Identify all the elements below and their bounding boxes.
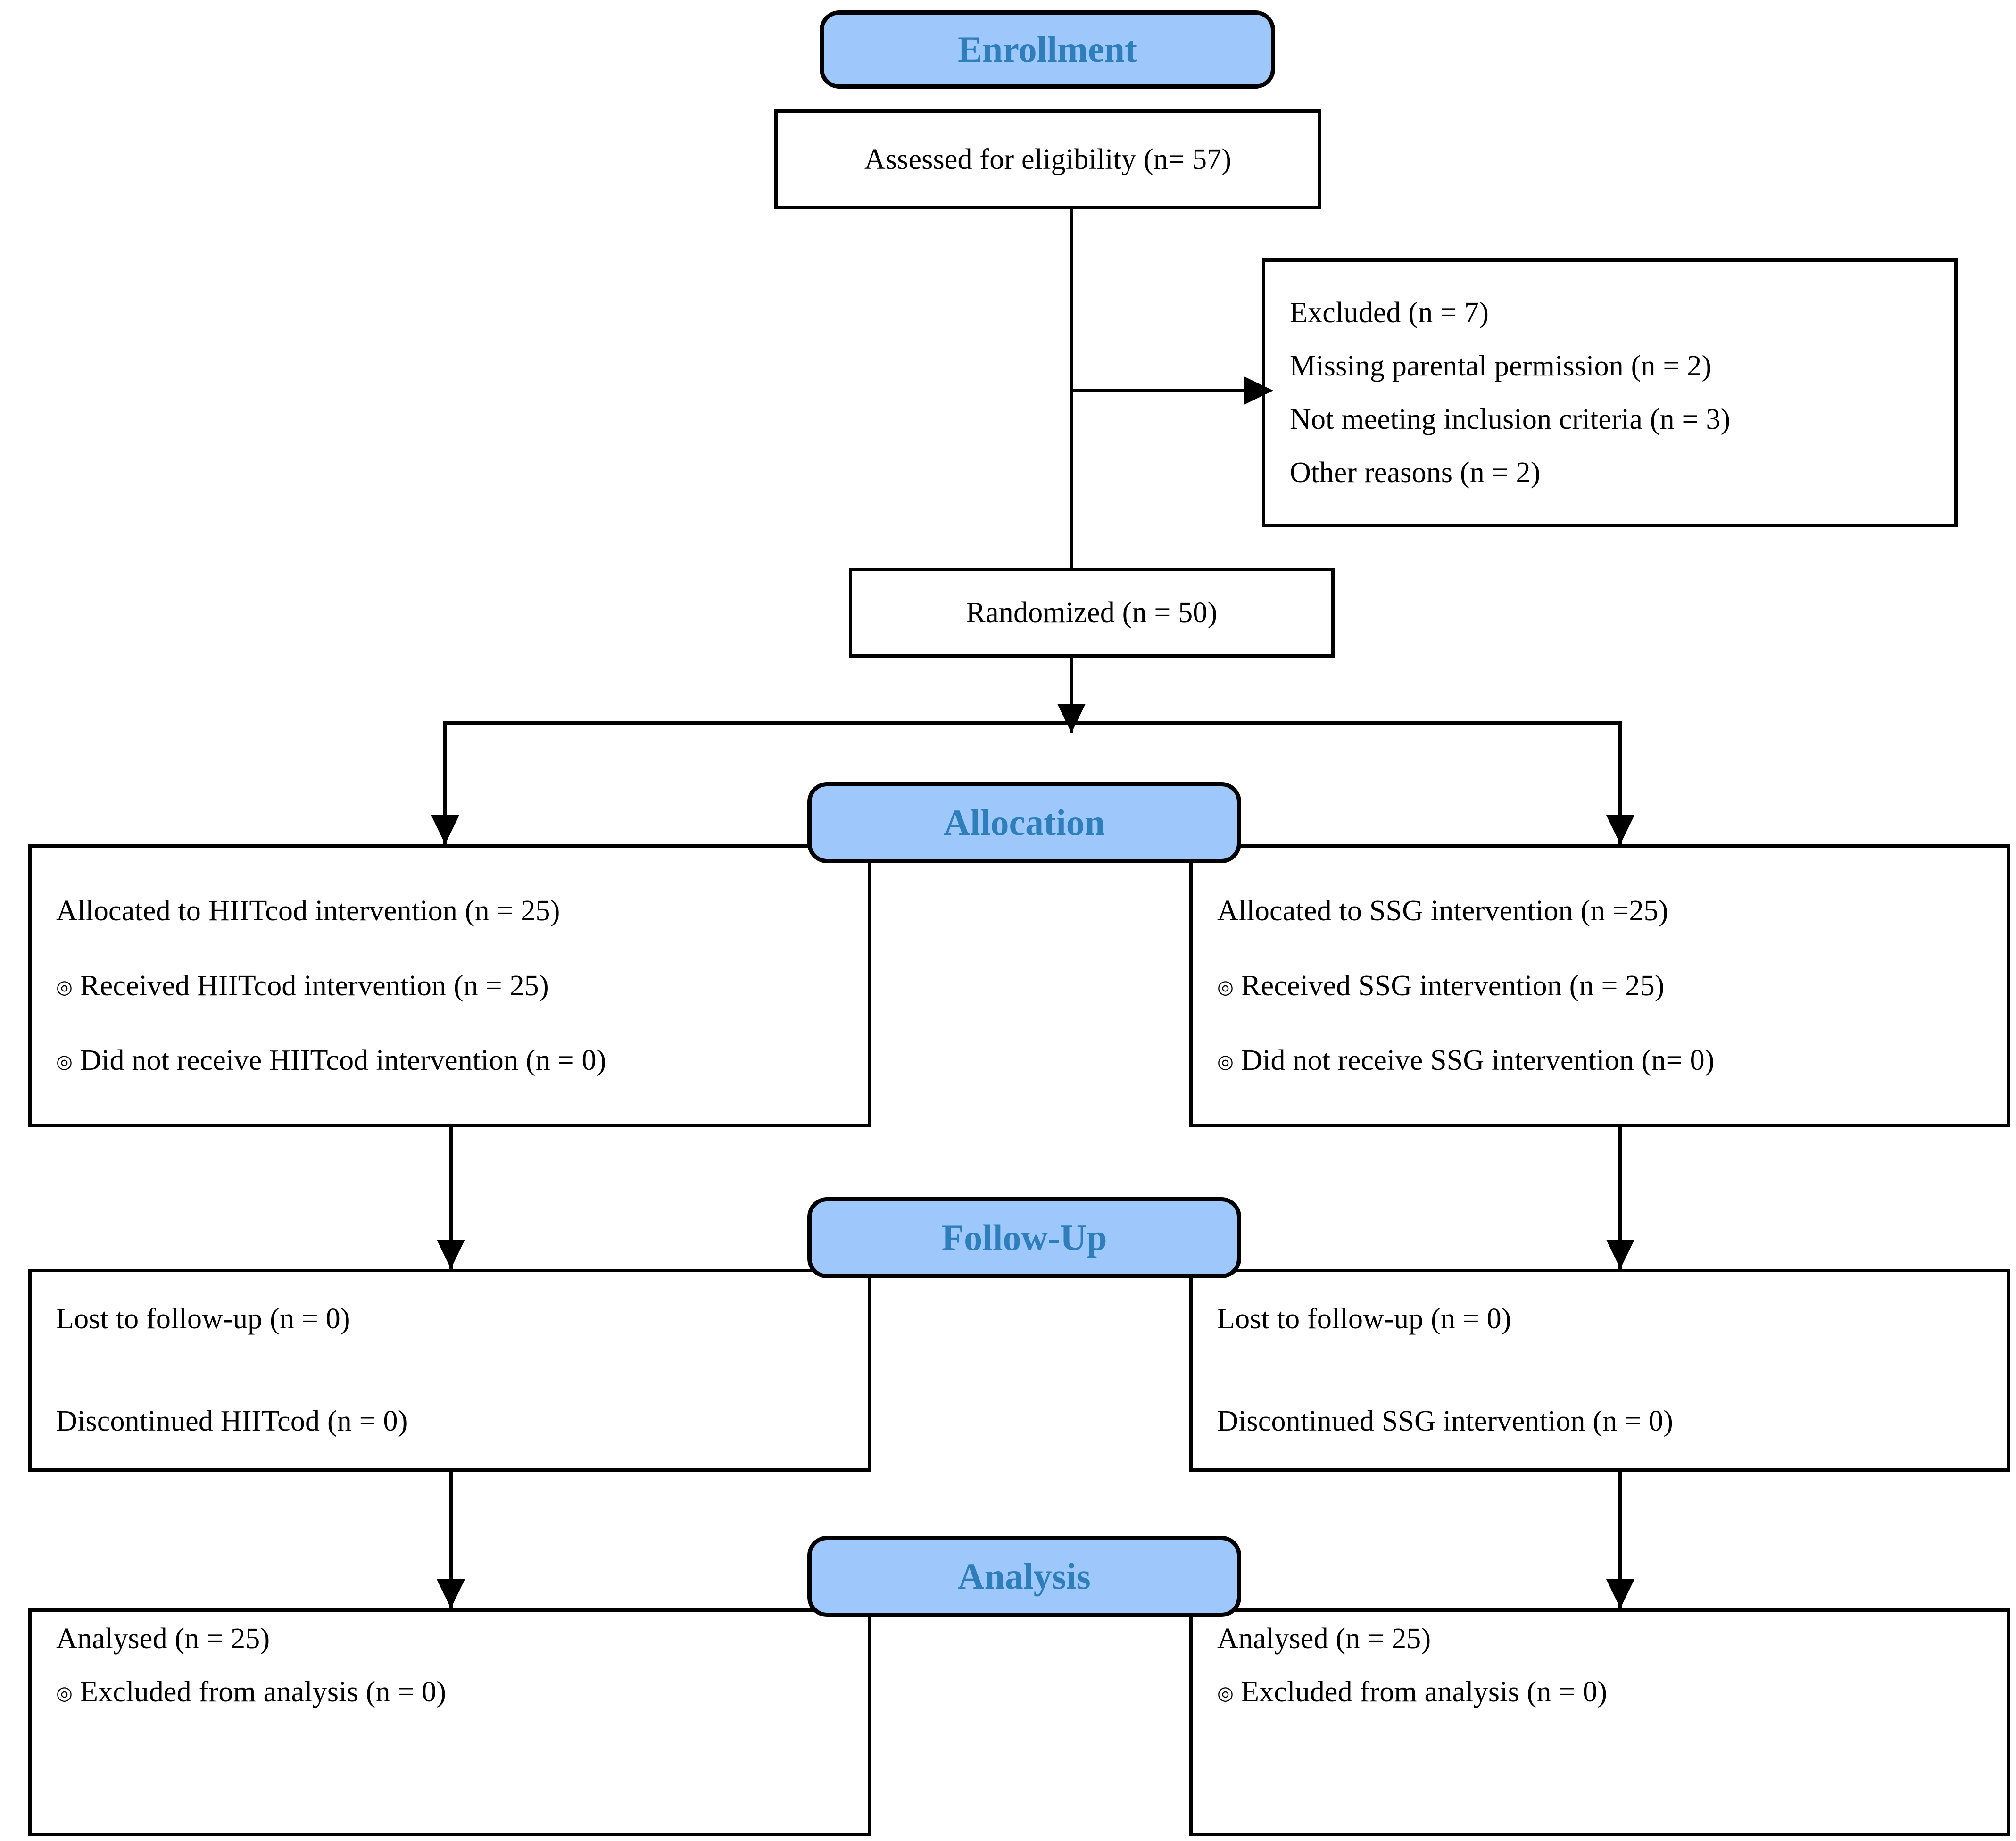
arrow-randomized-split: [1057, 704, 1086, 733]
allocation-left-heading: Allocated to HIITcod intervention (n = 2…: [56, 894, 560, 927]
arrow-followup-right: [1606, 1240, 1634, 1269]
followup-left-line: Discontinued HIITcod (n = 0): [56, 1405, 408, 1437]
bullet-icon: ◎: [56, 976, 73, 998]
arrow-to-excluded: [1244, 376, 1273, 405]
connector-alloc-left-to-followup: [449, 1127, 453, 1269]
connector-followup-left-to-analysis: [449, 1472, 453, 1608]
assessed-eligibility-text: Assessed for eligibility (n= 57): [864, 143, 1232, 175]
excluded-line: Other reasons (n = 2): [1290, 456, 1541, 489]
arrow-analysis-right: [1606, 1579, 1634, 1608]
allocation-right-bullet: ◎ Received SSG intervention (n = 25): [1193, 970, 2007, 1002]
connector-randomized-down: [1070, 658, 1073, 733]
randomized-text: Randomized (n = 50): [966, 596, 1218, 629]
bullet-icon: ◎: [1217, 976, 1234, 998]
box-allocation-hiitcod: Allocated to HIITcod intervention (n = 2…: [28, 844, 871, 1127]
arrow-analysis-left: [437, 1579, 465, 1608]
connector-split-right-down: [1618, 721, 1622, 844]
stage-pill-allocation-label: Allocation: [943, 802, 1105, 843]
allocation-right-bullet: ◎ Did not receive SSG intervention (n= 0…: [1193, 1045, 2007, 1076]
analysis-left-bullet-text: Excluded from analysis (n = 0): [80, 1675, 447, 1708]
stage-pill-followup: Follow-Up: [807, 1197, 1241, 1278]
connector-to-excluded: [1070, 389, 1244, 392]
bullet-icon: ◎: [1217, 1682, 1234, 1704]
analysis-right-heading: Analysed (n = 25): [1217, 1622, 1431, 1655]
connector-alloc-right-to-followup: [1618, 1127, 1622, 1269]
connector-split-left-down: [443, 721, 447, 844]
connector-split-bar: [443, 721, 1622, 725]
connector-followup-right-to-analysis: [1618, 1472, 1622, 1608]
box-analysis-ssg: Analysed (n = 25) ◎ Excluded from analys…: [1189, 1608, 2010, 1836]
allocation-right-bullet-text: Did not receive SSG intervention (n= 0): [1241, 1044, 1715, 1077]
excluded-line: Excluded (n = 7): [1290, 297, 1489, 329]
followup-left-line: Lost to follow-up (n = 0): [56, 1303, 350, 1335]
allocation-left-bullet: ◎ Did not receive HIITcod intervention (…: [32, 1045, 868, 1076]
stage-pill-analysis: Analysis: [807, 1536, 1241, 1617]
box-analysis-hiitcod: Analysed (n = 25) ◎ Excluded from analys…: [28, 1608, 871, 1836]
allocation-left-bullet-text: Received HIITcod intervention (n = 25): [80, 969, 549, 1002]
bullet-icon: ◎: [56, 1682, 73, 1704]
analysis-left-heading: Analysed (n = 25): [56, 1622, 270, 1655]
box-allocation-ssg: Allocated to SSG intervention (n =25) ◎ …: [1189, 844, 2010, 1127]
analysis-right-bullet-text: Excluded from analysis (n = 0): [1241, 1675, 1608, 1708]
box-assessed-for-eligibility: Assessed for eligibility (n= 57): [774, 109, 1321, 209]
bullet-icon: ◎: [1217, 1051, 1234, 1073]
allocation-left-bullet-text: Did not receive HIITcod intervention (n …: [80, 1044, 606, 1077]
stage-pill-followup-label: Follow-Up: [941, 1217, 1107, 1258]
followup-right-line: Lost to follow-up (n = 0): [1217, 1303, 1511, 1335]
followup-right-line: Discontinued SSG intervention (n = 0): [1217, 1405, 1674, 1437]
arrow-followup-left: [437, 1240, 465, 1269]
arrow-allocation-left: [431, 815, 459, 844]
box-randomized: Randomized (n = 50): [849, 568, 1335, 658]
analysis-right-bullet: ◎ Excluded from analysis (n = 0): [1193, 1676, 2007, 1708]
stage-pill-enrollment-label: Enrollment: [958, 29, 1137, 70]
stage-pill-analysis-label: Analysis: [958, 1556, 1091, 1597]
stage-pill-allocation: Allocation: [807, 782, 1241, 863]
allocation-left-bullet: ◎ Received HIITcod intervention (n = 25): [32, 970, 868, 1002]
box-followup-ssg: Lost to follow-up (n = 0) Discontinued S…: [1189, 1269, 2010, 1472]
allocation-right-heading: Allocated to SSG intervention (n =25): [1217, 894, 1668, 927]
excluded-line: Not meeting inclusion criteria (n = 3): [1290, 403, 1731, 435]
bullet-icon: ◎: [56, 1051, 73, 1073]
box-excluded: Excluded (n = 7) Missing parental permis…: [1262, 258, 1958, 527]
excluded-line: Missing parental permission (n = 2): [1290, 350, 1712, 383]
allocation-right-bullet-text: Received SSG intervention (n = 25): [1241, 969, 1665, 1002]
analysis-left-bullet: ◎ Excluded from analysis (n = 0): [32, 1676, 868, 1708]
arrow-allocation-right: [1606, 815, 1634, 844]
stage-pill-enrollment: Enrollment: [820, 10, 1275, 89]
box-followup-hiitcod: Lost to follow-up (n = 0) Discontinued H…: [28, 1269, 871, 1472]
